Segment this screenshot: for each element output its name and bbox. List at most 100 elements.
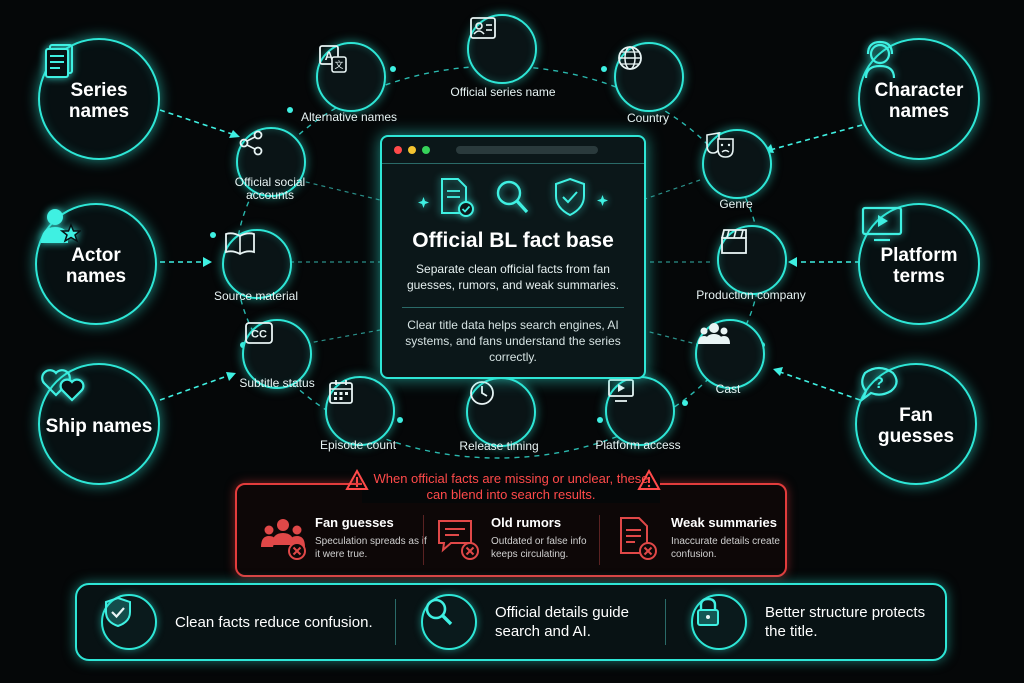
node-alternative-names: A 文: [316, 42, 386, 112]
benefits-bar: Clean facts reduce confusion. Official d…: [75, 583, 947, 661]
group-icon: [698, 323, 730, 344]
node-fan-guesses: ? Fan guesses: [855, 363, 977, 485]
warning-item-weak-summaries: Weak summaries Inaccurate details create…: [615, 513, 785, 571]
node-official-series-name: [467, 14, 537, 84]
country-label: Country: [626, 111, 670, 125]
source-material-label: Source material: [213, 289, 299, 303]
outer-arrows: [159, 109, 863, 401]
clapperboard-icon: [721, 229, 747, 254]
character-names-label: Character names: [874, 80, 964, 122]
warning-triangle-icon: [637, 469, 661, 490]
old-rumors-title: Old rumors: [491, 515, 562, 530]
fan-guesses-label: Fan guesses: [877, 405, 955, 447]
magnifier-icon: [425, 598, 453, 626]
benefit-divider: [665, 599, 666, 645]
svg-text:CC: CC: [251, 329, 267, 341]
person-star-icon: [41, 209, 81, 243]
official-social-accounts-label: Official social accounts: [234, 175, 306, 202]
magnifier-icon: [496, 180, 529, 214]
node-character-names: Character names: [858, 38, 980, 160]
shield-check-icon: [105, 596, 131, 628]
panel-divider: [402, 307, 624, 308]
warning-divider: [599, 515, 600, 565]
benefit-better-structure: Better structure protects the title.: [677, 585, 941, 659]
benefit-icon-circle: [101, 594, 157, 650]
benefit-clean-facts: Clean facts reduce confusion.: [87, 585, 387, 659]
url-bar: [456, 146, 598, 154]
id-card-icon: [470, 17, 496, 39]
fan-guesses-desc: Speculation spreads as if it were true.: [315, 536, 427, 560]
minimize-dot: [408, 146, 416, 154]
chat-x-icon: [438, 520, 479, 560]
node-platform-terms: Platform terms: [858, 203, 980, 325]
warning-divider: [423, 515, 424, 565]
old-rumors-desc: Outdated or false info keeps circulating…: [491, 536, 587, 560]
weak-summaries-title: Weak summaries: [671, 515, 777, 530]
calendar-icon: [329, 380, 353, 404]
node-genre: [702, 129, 772, 199]
ship-names-label: Ship names: [45, 415, 153, 437]
node-country: [614, 42, 684, 112]
node-episode-count: [325, 376, 395, 446]
node-ship-names: Ship names: [38, 363, 160, 485]
screen-play-icon: [861, 206, 903, 242]
spokes: [290, 179, 710, 346]
warning-item-fan-guesses: Fan guesses Speculation spreads as if it…: [259, 513, 429, 571]
doc-x-icon: [620, 517, 657, 560]
warning-heading: When official facts are missing or uncle…: [362, 471, 660, 503]
official-series-name-label: Official series name: [450, 85, 556, 99]
person-headset-icon: [864, 40, 896, 79]
node-subtitle-status: CC: [242, 319, 312, 389]
node-source-material: [222, 229, 292, 299]
maximize-dot: [422, 146, 430, 154]
release-timing-label: Release timing: [459, 439, 539, 453]
node-official-social-accounts: [236, 127, 306, 197]
node-release-timing: [466, 377, 536, 447]
node-platform-access: [605, 376, 675, 446]
close-dot: [394, 146, 402, 154]
svg-text:?: ?: [874, 375, 884, 392]
platform-access-label: Platform access: [595, 438, 681, 452]
panel-icons: [382, 175, 644, 219]
panel-description: Separate clean official facts from fan g…: [406, 262, 620, 292]
document-icon: [45, 44, 73, 78]
monitor-play-icon: [608, 379, 634, 402]
svg-text:A: A: [325, 49, 334, 63]
node-series-names: Series names: [38, 38, 160, 160]
node-cast: [695, 319, 765, 389]
window-bar: [382, 137, 644, 164]
translate-icon: A 文: [319, 45, 347, 73]
warning-heading-row: When official facts are missing or uncle…: [237, 469, 785, 503]
warning-triangle-icon: [345, 469, 369, 490]
node-production-company: [717, 225, 787, 295]
actor-names-label: Actor names: [65, 245, 127, 287]
crowd-x-icon: [261, 519, 306, 560]
svg-text:文: 文: [334, 59, 343, 70]
production-company-label: Production company: [696, 288, 806, 302]
platform-terms-label: Platform terms: [880, 245, 958, 287]
open-book-icon: [225, 232, 255, 255]
benefit-official-details: Official details guide search and AI.: [407, 585, 667, 659]
hearts-icon: [41, 369, 85, 402]
panel-title: Official BL fact base: [412, 229, 614, 252]
series-names-label: Series names: [68, 80, 130, 122]
clock-icon: [470, 381, 494, 405]
fact-base-panel: Official BL fact base Separate clean off…: [380, 135, 646, 379]
benefit-divider: [395, 599, 396, 645]
benefit-text: Official details guide search and AI.: [495, 604, 629, 640]
subtitle-status-label: Subtitle status: [239, 376, 315, 390]
warning-box: When official facts are missing or uncle…: [235, 469, 787, 577]
warning-item-old-rumors: Old rumors Outdated or false info keeps …: [435, 513, 605, 571]
theater-masks-icon: [706, 132, 734, 158]
benefit-text: Clean facts reduce confusion.: [175, 613, 373, 631]
fan-guesses-title: Fan guesses: [315, 515, 394, 530]
genre-label: Genre: [719, 197, 753, 211]
benefit-icon-circle: [421, 594, 477, 650]
sparkles: [418, 195, 608, 208]
document-check-icon: [441, 178, 474, 217]
globe-icon: [618, 46, 642, 70]
padlock-icon: [697, 597, 719, 626]
cast-label: Cast: [715, 382, 741, 396]
node-actor-names: Actor names: [35, 203, 157, 325]
